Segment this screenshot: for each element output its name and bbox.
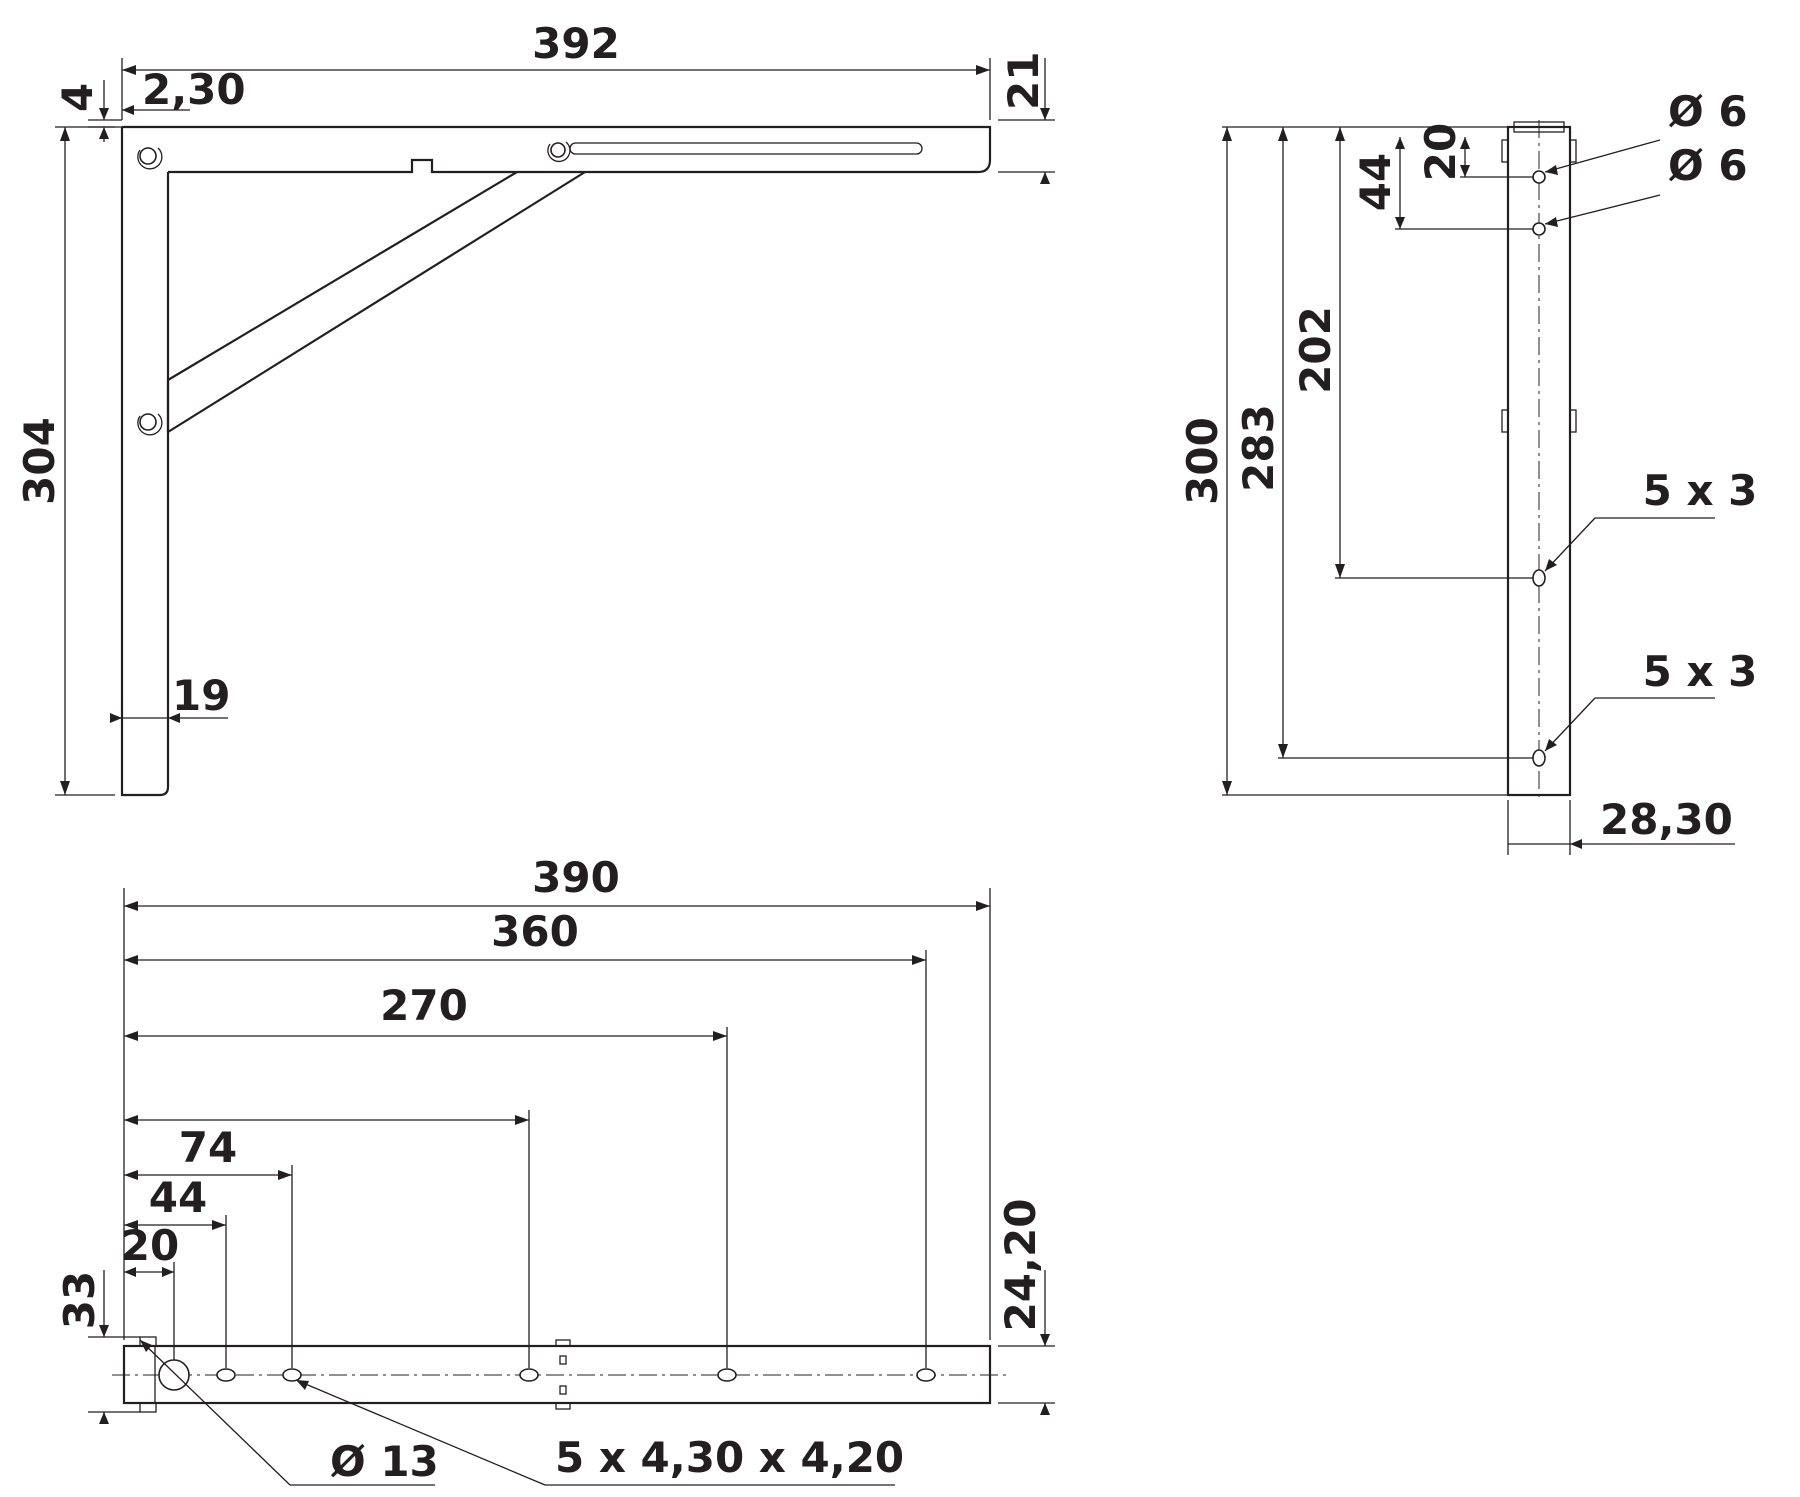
top-slot-4 (717, 1368, 737, 1382)
top-slot-2 (282, 1368, 302, 1382)
side-dim-2-30: 2,30 (142, 65, 246, 114)
top-slot-5 (916, 1368, 936, 1382)
top-dim-44: 44 (149, 1173, 207, 1222)
front-dim-202: 202 (1291, 306, 1340, 394)
side-slide-pin (550, 142, 566, 158)
top-dim-360: 360 (491, 907, 579, 956)
side-dim-4: 4 (53, 83, 102, 112)
front-dim-44: 44 (1351, 153, 1400, 211)
front-view: Ø 6 Ø 6 5 x 3 5 x 3 20 44 202 (1178, 87, 1757, 855)
front-slot-5x3-a: 5 x 3 (1643, 466, 1758, 515)
front-dim-283: 283 (1234, 404, 1283, 492)
side-view: 392 4 2,30 21 304 19 (15, 19, 1055, 797)
front-hole-2 (1532, 222, 1546, 236)
front-slot-3 (1532, 569, 1546, 587)
side-top-pivot (139, 147, 157, 165)
top-dim-20: 20 (121, 1221, 179, 1270)
side-dim-19: 19 (172, 671, 230, 720)
top-slot-1 (216, 1368, 236, 1382)
side-dim-304: 304 (15, 417, 64, 505)
side-bottom-pivot (139, 413, 157, 431)
side-upright-outline (120, 127, 170, 797)
side-arm-outline (122, 125, 992, 174)
front-dim-28-30: 28,30 (1600, 795, 1733, 844)
top-slot-3 (519, 1368, 539, 1382)
front-slot-4 (1532, 749, 1546, 767)
front-dim-300: 300 (1178, 417, 1227, 505)
front-dia-6-b: Ø 6 (1668, 141, 1748, 190)
top-dim-33: 33 (55, 1271, 104, 1329)
top-slot-spec: 5 x 4,30 x 4,20 (555, 1433, 904, 1482)
front-dia-6-a: Ø 6 (1668, 87, 1748, 136)
side-diagonal-brace (166, 171, 586, 433)
front-dim-20: 20 (1416, 123, 1465, 181)
top-pivot-hole (158, 1359, 190, 1391)
top-dia-13: Ø 13 (330, 1437, 439, 1486)
side-dim-392: 392 (532, 19, 620, 68)
side-dim-21: 21 (999, 52, 1048, 110)
top-dim-24-20: 24,20 (996, 1199, 1045, 1332)
side-arm-slot (569, 142, 923, 155)
top-dim-390: 390 (532, 853, 620, 902)
top-dim-270: 270 (380, 981, 468, 1030)
front-slot-5x3-b: 5 x 3 (1643, 647, 1758, 696)
top-dim-74: 74 (179, 1123, 237, 1172)
front-hole-1 (1532, 170, 1546, 184)
top-view: 390 360 270 74 44 20 (55, 853, 1055, 1486)
